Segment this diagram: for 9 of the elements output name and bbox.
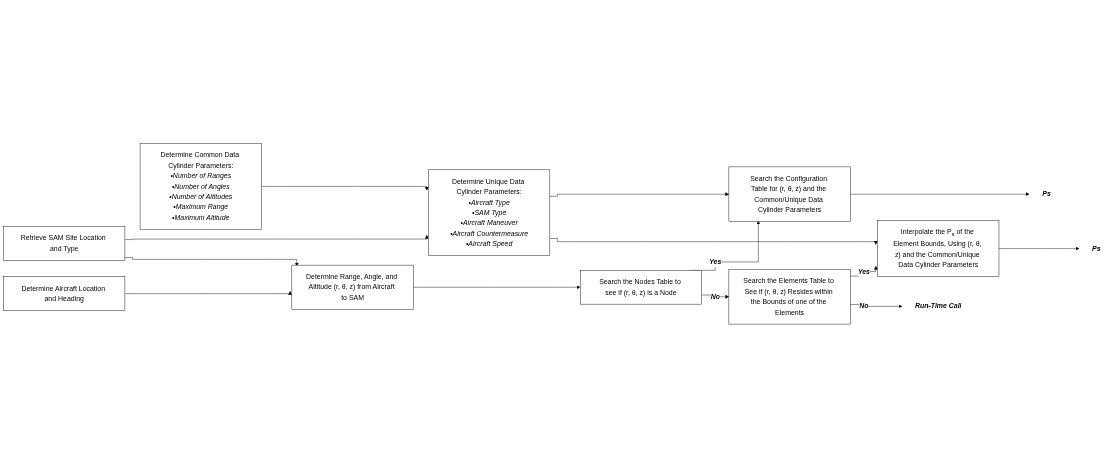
node-box (291, 264, 414, 310)
node-box (728, 268, 851, 325)
node-box (3, 226, 126, 261)
node-box (580, 269, 702, 305)
node-box (728, 166, 851, 222)
node-box (428, 169, 551, 256)
node-box (877, 220, 1000, 277)
node-box (3, 276, 126, 311)
node-box (139, 142, 262, 230)
